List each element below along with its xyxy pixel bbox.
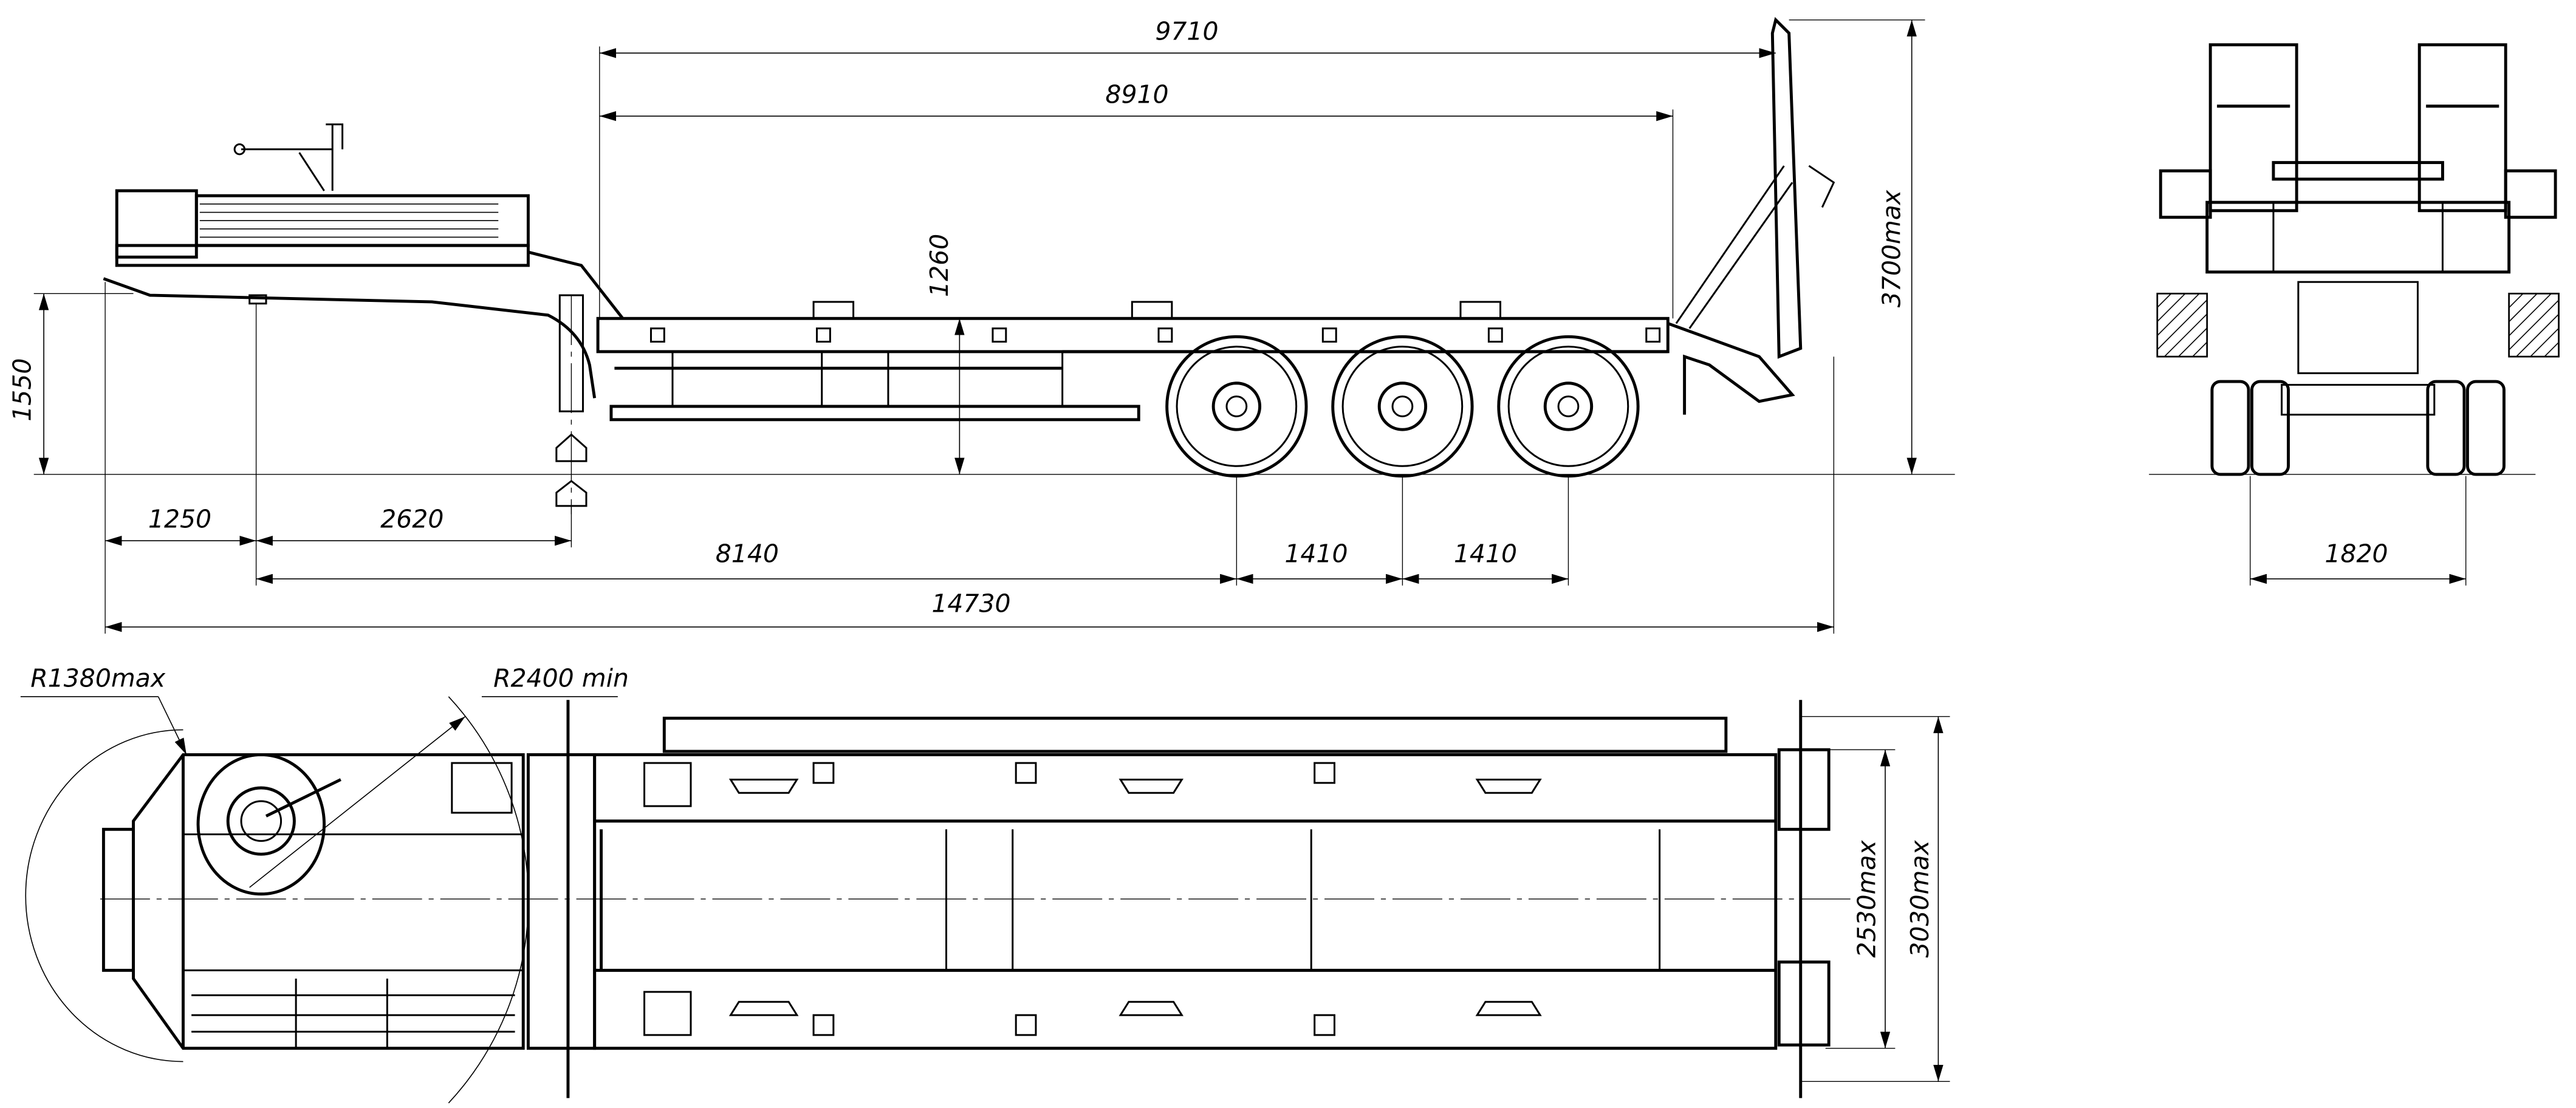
dim-turning-radius: R2400 min — [493, 663, 629, 692]
gooseneck — [103, 123, 624, 515]
dim-front-swing-radius: R1380max — [30, 663, 166, 692]
side-rail — [662, 716, 1728, 753]
dim-kingpin-to-first-axle: 8140 — [716, 539, 779, 569]
dim-track-width: 1820 — [2324, 539, 2388, 569]
dim-max-width: 3030max — [1905, 840, 1934, 957]
ramp-left — [2208, 43, 2298, 213]
loading-deck — [596, 301, 1670, 422]
wheel — [1331, 335, 1474, 478]
dim-axle-spacing-1: 1410 — [1284, 539, 1348, 569]
rear-view: 1820 — [2149, 43, 2560, 586]
axle-wheels — [1165, 335, 1640, 478]
dim-axle-spacing-2: 1410 — [1454, 539, 1517, 569]
dim-kingpin-to-legs: 2620 — [380, 504, 444, 533]
dim-overall-length: 14730 — [931, 589, 1010, 618]
dim-width: 2530max — [1852, 840, 1882, 957]
plan-view: R1380max R2400 min 2530max 3030max — [20, 663, 1950, 1104]
dim-overall-deck-length: 9710 — [1155, 17, 1218, 46]
spare-wheel — [196, 753, 341, 896]
rear-bumper — [2205, 200, 2511, 274]
dim-max-height: 3700max — [1877, 190, 1906, 307]
gooseneck-top — [132, 753, 525, 1050]
deck-top — [593, 753, 1778, 1050]
dim-deck-length: 8910 — [1105, 80, 1168, 109]
dim-front-overhang: 1250 — [148, 504, 211, 533]
ramp-right — [2417, 43, 2507, 213]
rear-ramp — [1667, 16, 1835, 415]
side-view: 9710 8910 1260 3700max 1550 1250 2620 81… — [7, 16, 1955, 634]
dim-deck-height: 1260 — [925, 234, 954, 297]
dim-fifth-wheel-height: 1550 — [7, 358, 36, 422]
side-dimensions: 9710 8910 1260 3700max 1550 1250 2620 81… — [7, 17, 1925, 634]
wheel — [1165, 335, 1308, 478]
wheel — [1497, 335, 1640, 478]
